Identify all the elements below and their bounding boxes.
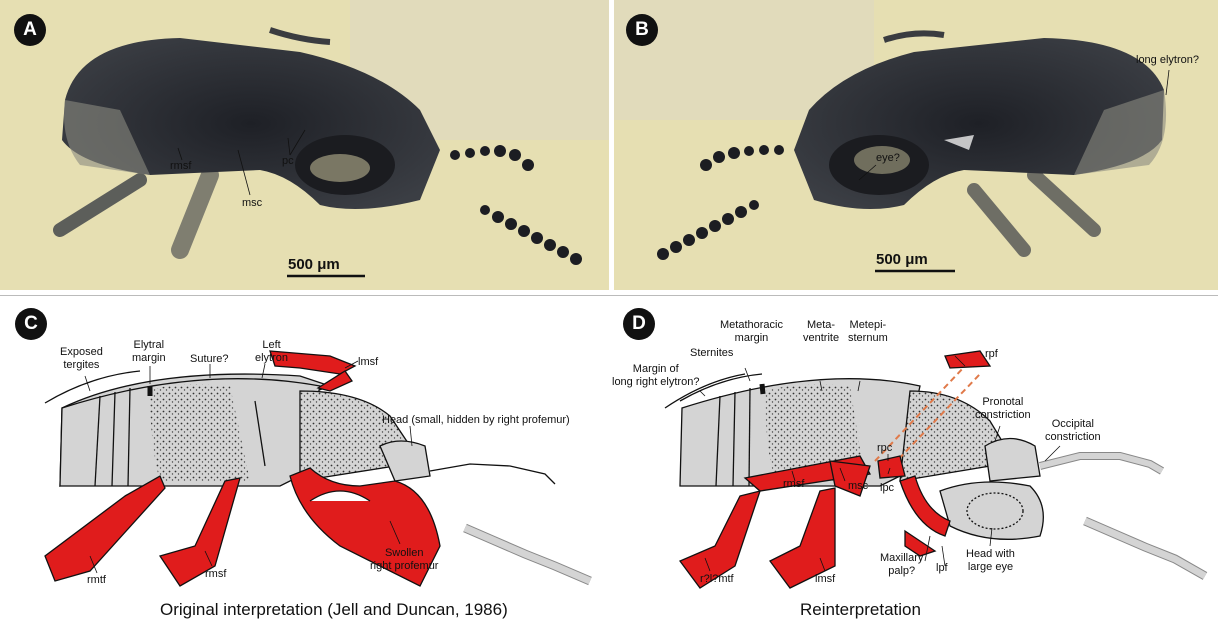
label-pronotal-constriction: Pronotal constriction (975, 396, 1031, 422)
label-rmsf-a: rmsf (170, 160, 191, 173)
caption-c: Original interpretation (Jell and Duncan… (160, 600, 508, 620)
drawing-panels: C Exposed tergites Elytral margin Suture… (0, 295, 1218, 630)
panel-badge-c: C (15, 308, 47, 340)
label-pc-a: pc (282, 155, 294, 168)
photo-panel-a: A rmsf msc pc 500 μm (0, 0, 609, 290)
label-msc-a: msc (242, 197, 262, 210)
label-elytral-margin: Elytral margin (132, 339, 166, 365)
panel-badge-d: D (623, 308, 655, 340)
scale-label-a: 500 μm (288, 256, 340, 273)
label-metepisternum: Metepi- sternum (848, 319, 888, 345)
drawing-c (45, 351, 590, 586)
drawing-d (665, 351, 1205, 588)
label-head-with-eye: Head with large eye (966, 548, 1015, 574)
label-lpc: lpc (880, 482, 894, 495)
label-lpf: lpf (936, 562, 948, 575)
fossil-photo-b (614, 0, 1218, 290)
label-left-elytron: Left elytron (255, 339, 288, 365)
photo-panel-b: B long elytron? eye? 500 μm (614, 0, 1218, 290)
label-sternites: Sternites (690, 347, 733, 360)
label-eye: eye? (876, 152, 900, 165)
label-rmtf: rmtf (87, 574, 106, 587)
label-suture: Suture? (190, 353, 229, 366)
label-lmsf-d: lmsf (815, 573, 835, 586)
label-metaventrite: Meta- ventrite (803, 319, 839, 345)
drawing-svg (0, 296, 1218, 630)
label-rmsf-d: rmsf (783, 478, 804, 491)
label-swollen-profemur: Swollen right profemur (370, 547, 438, 573)
panel-badge-a: A (14, 14, 46, 46)
caption-d: Reinterpretation (800, 600, 921, 620)
label-metathoracic-margin: Metathoracic margin (720, 319, 783, 345)
scale-label-b: 500 μm (876, 251, 928, 268)
label-occipital-constriction: Occipital constriction (1045, 418, 1101, 444)
label-margin-long-elytron: Margin of long right elytron? (612, 363, 699, 389)
label-maxillary-palp: Maxillary palp? (880, 552, 923, 578)
label-exposed-tergites: Exposed tergites (60, 346, 103, 372)
fossil-photo-a (0, 0, 609, 290)
label-rpf: rpf (985, 348, 998, 361)
label-long-elytron: long elytron? (1136, 54, 1199, 67)
label-ramtf: r?l?mtf (700, 573, 734, 586)
panel-badge-b: B (626, 14, 658, 46)
label-rmsf-c: rmsf (205, 568, 226, 581)
label-rpc: rpc (877, 442, 892, 455)
label-head-c: Head (small, hidden by right profemur) (382, 414, 570, 427)
label-lmsf-c: lmsf (358, 356, 378, 369)
label-msc-d: msc (848, 480, 868, 493)
